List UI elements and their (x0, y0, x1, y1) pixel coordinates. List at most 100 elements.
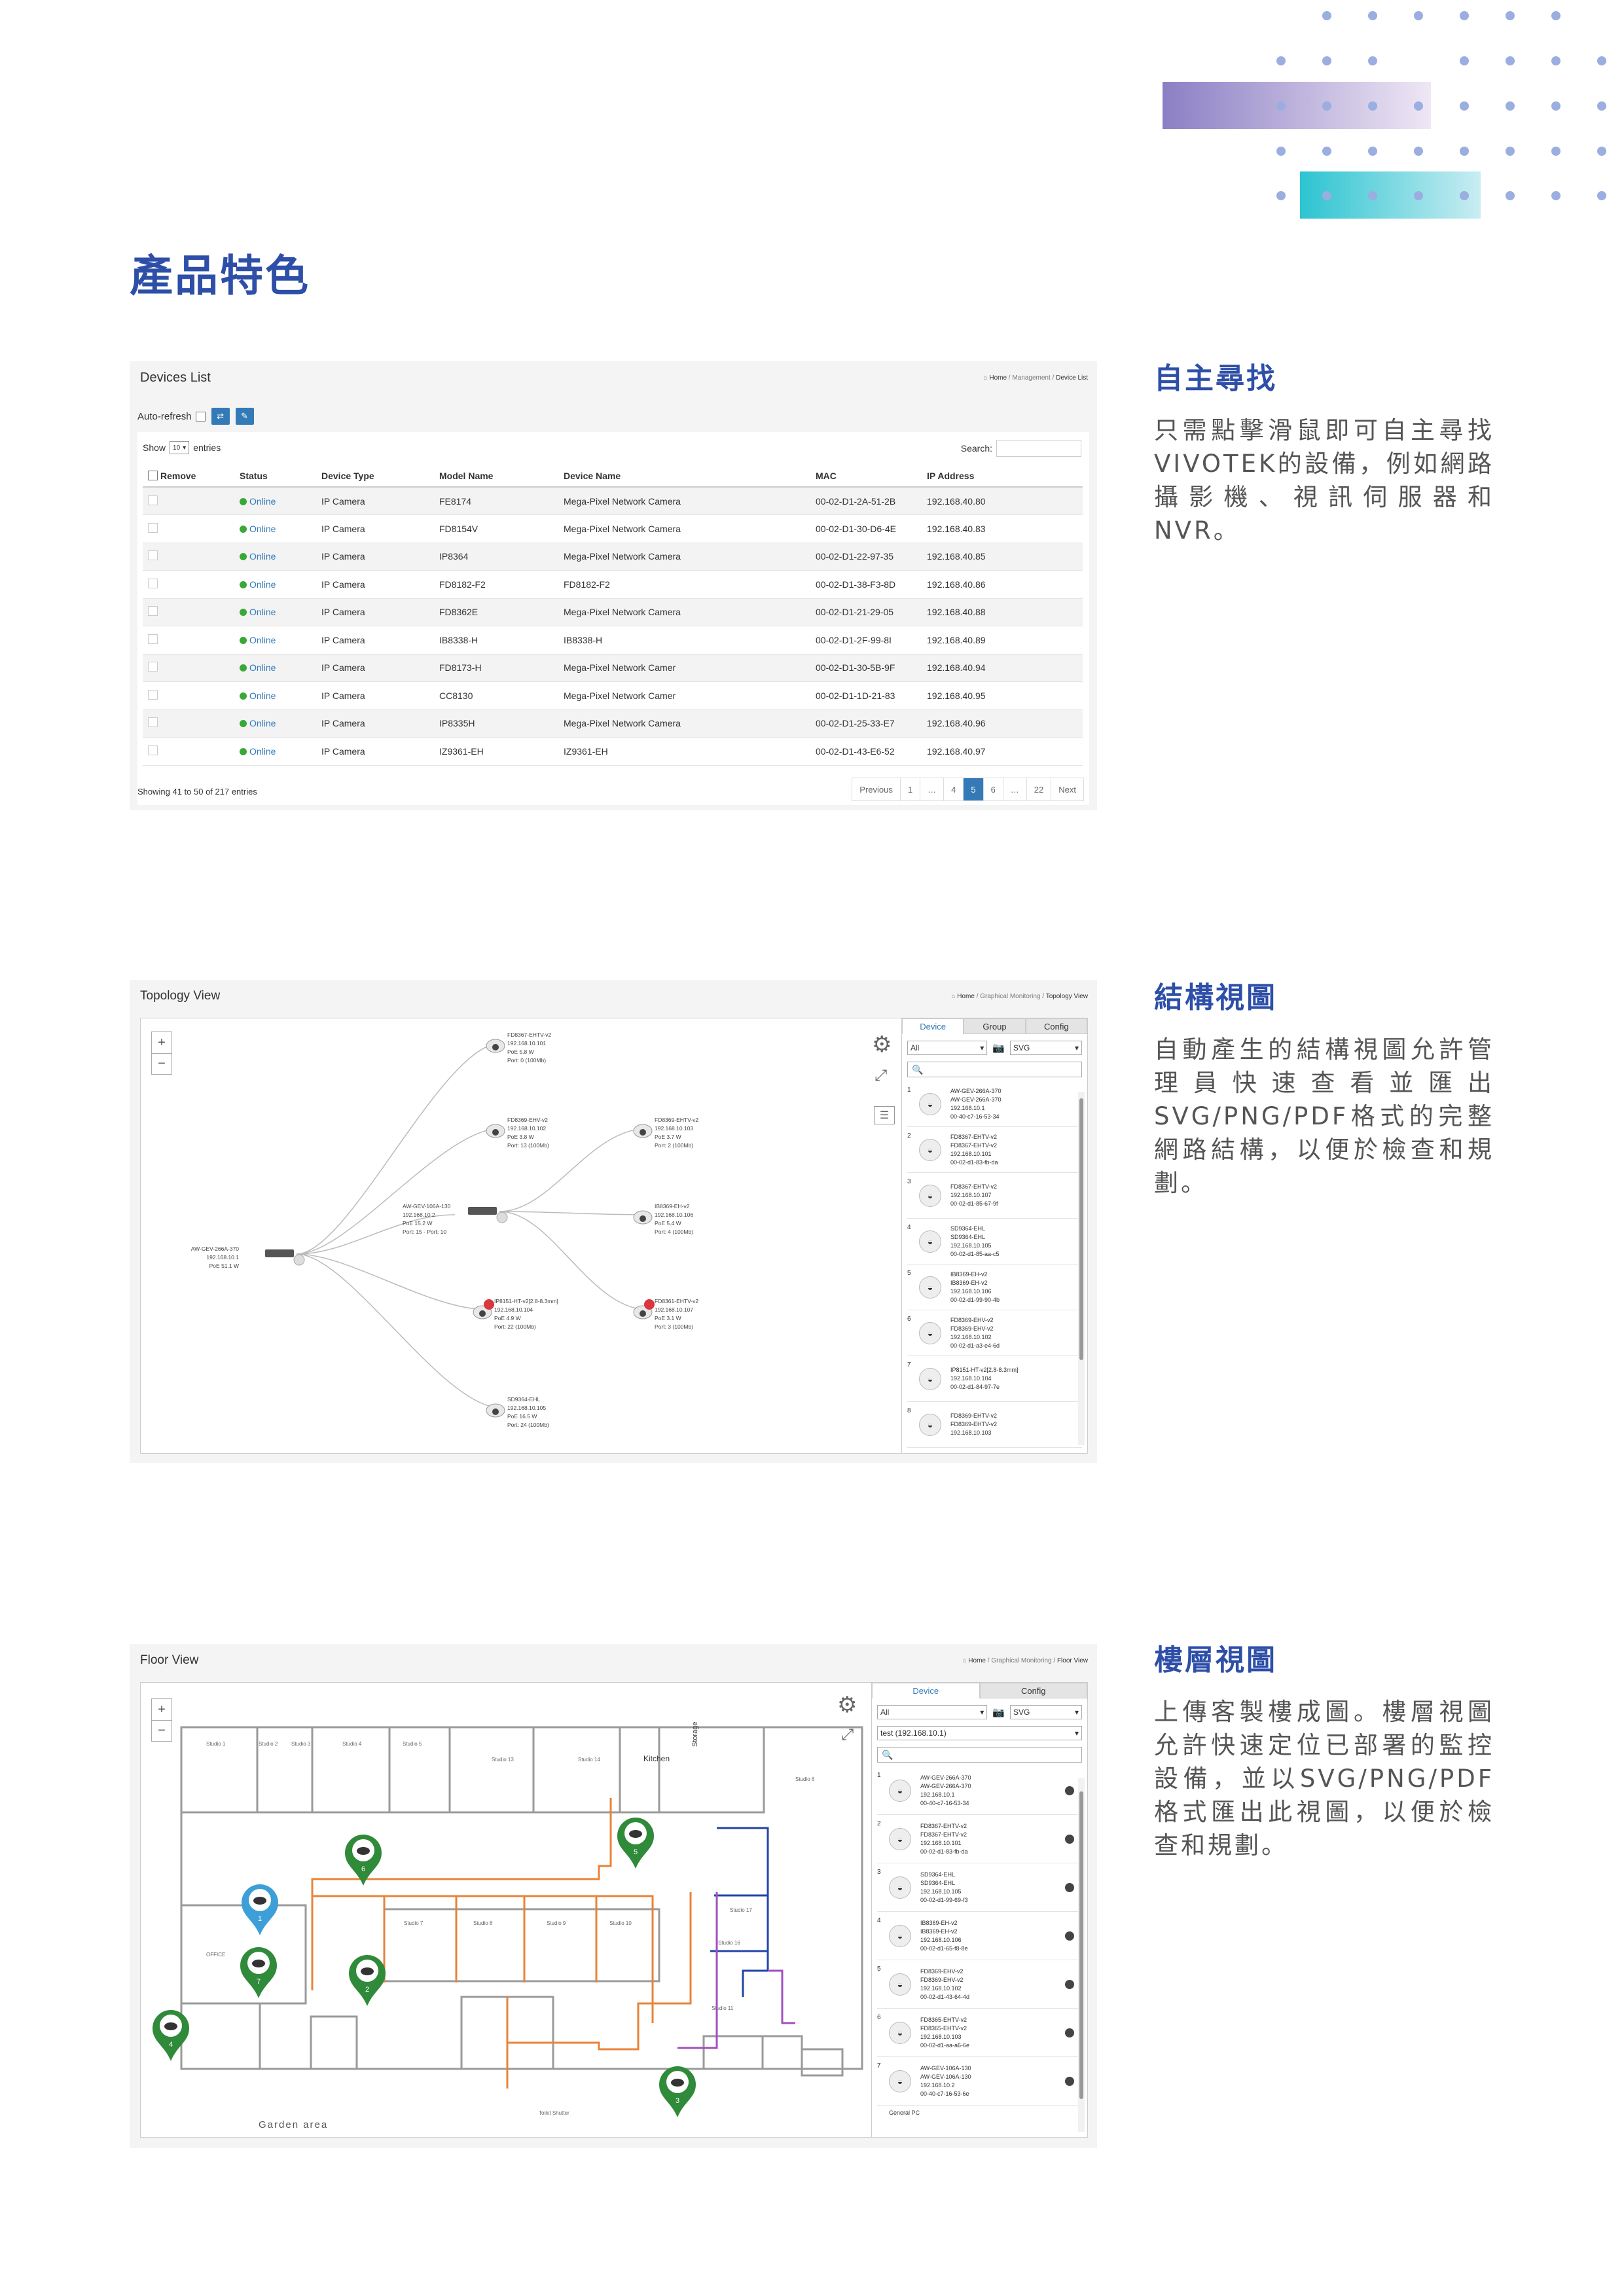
list-item[interactable]: 7 ◒ IP8151-HT-v2[2.8-8.3mm]192.168.10.10… (907, 1356, 1082, 1402)
tab-device[interactable]: Device (872, 1683, 980, 1698)
tab-device[interactable]: Device (902, 1018, 964, 1034)
col-mac[interactable]: MAC (810, 465, 922, 488)
zoom-out-button[interactable]: − (152, 1720, 171, 1741)
fullscreen-icon[interactable]: ⤢ (875, 1067, 888, 1085)
device-marker[interactable]: 3 (659, 2066, 696, 2117)
page-length-select[interactable]: 10▾ (170, 441, 190, 454)
refresh-button[interactable]: ⇄ (211, 408, 230, 425)
delete-icon[interactable] (1065, 1882, 1074, 1892)
col-status[interactable]: Status (234, 465, 316, 488)
remove-cell[interactable] (143, 681, 234, 710)
device-marker[interactable]: 4 (153, 2010, 189, 2061)
breadcrumb-home[interactable]: Home (957, 993, 975, 1000)
page-button[interactable]: Next (1051, 778, 1083, 800)
row-checkbox[interactable] (148, 717, 158, 728)
device-search-input[interactable]: 🔍 (907, 1062, 1082, 1077)
delete-icon[interactable] (1065, 1979, 1074, 1989)
breadcrumb-home[interactable]: Home (989, 374, 1007, 382)
row-checkbox[interactable] (148, 578, 158, 588)
zoom-in-button[interactable]: + (158, 1035, 166, 1050)
select-all-checkbox[interactable] (148, 470, 158, 480)
camera-node[interactable]: IP8151-HT-v2[2.8-8.3mm]192.168.10.104PoE… (473, 1298, 558, 1330)
camera-icon[interactable]: 📷 (992, 1707, 1005, 1718)
breadcrumb-section[interactable]: Graphical Monitoring (991, 1657, 1052, 1664)
remove-cell[interactable] (143, 654, 234, 682)
search-input[interactable] (996, 440, 1081, 457)
breadcrumb-home[interactable]: Home (968, 1657, 986, 1664)
remove-cell[interactable] (143, 514, 234, 543)
col-device-name[interactable]: Device Name (558, 465, 810, 488)
delete-icon[interactable] (1065, 1785, 1074, 1795)
row-checkbox[interactable] (148, 606, 158, 617)
row-checkbox[interactable] (148, 745, 158, 755)
tab-config[interactable]: Config (979, 1683, 1087, 1698)
device-marker[interactable]: 1 (242, 1884, 278, 1935)
expand-icon[interactable] (496, 1211, 508, 1223)
col-ip-address[interactable]: IP Address (922, 465, 1083, 488)
device-marker[interactable]: 6 (345, 1835, 382, 1886)
remove-cell[interactable] (143, 598, 234, 626)
gear-icon[interactable]: ⚙ (837, 1693, 857, 1717)
delete-icon[interactable] (1065, 1834, 1074, 1844)
page-button[interactable]: … (920, 778, 943, 800)
breadcrumb-section[interactable]: Management (1012, 374, 1051, 382)
floor-select[interactable]: test (192.168.10.1)▾ (877, 1726, 1082, 1740)
page-button[interactable]: 4 (943, 778, 963, 800)
device-marker[interactable]: 2 (349, 1955, 386, 2006)
remove-cell[interactable] (143, 487, 234, 515)
tab-config[interactable]: Config (1025, 1018, 1087, 1034)
scrollbar[interactable] (1078, 1778, 1085, 2132)
delete-icon[interactable] (1065, 1931, 1074, 1941)
camera-icon[interactable]: 📷 (992, 1043, 1005, 1054)
page-button[interactable]: … (1002, 778, 1026, 800)
page-button[interactable]: 1 (899, 778, 920, 800)
row-checkbox[interactable] (148, 550, 158, 561)
gear-icon[interactable]: ⚙ (872, 1032, 892, 1057)
scrollbar-thumb[interactable] (1079, 1791, 1083, 2099)
export-format-select[interactable]: SVG▾ (1010, 1041, 1082, 1055)
page-button[interactable]: 22 (1026, 778, 1051, 800)
device-marker[interactable]: 5 (617, 1818, 654, 1869)
remove-cell[interactable] (143, 543, 234, 571)
row-checkbox[interactable] (148, 634, 158, 644)
scrollbar[interactable] (1078, 1092, 1085, 1445)
row-checkbox[interactable] (148, 522, 158, 533)
remove-cell[interactable] (143, 737, 234, 766)
remove-cell[interactable] (143, 626, 234, 655)
row-checkbox[interactable] (148, 689, 158, 700)
zoom-in-button[interactable]: + (158, 1702, 166, 1717)
device-filter-select[interactable]: All▾ (877, 1705, 988, 1719)
breadcrumb-section[interactable]: Graphical Monitoring (980, 993, 1041, 1000)
row-checkbox[interactable] (148, 495, 158, 505)
row-checkbox[interactable] (148, 662, 158, 672)
remove-cell[interactable] (143, 570, 234, 599)
delete-icon[interactable] (1065, 2076, 1074, 2086)
